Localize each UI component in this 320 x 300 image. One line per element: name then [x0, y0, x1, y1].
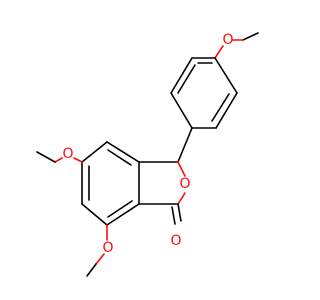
bond-o-left-methyl: [54, 157, 63, 163]
bond-ring-o-left: [73, 157, 83, 163]
oxygen-atom-carbonyl: O: [170, 233, 181, 249]
bond-carbonyl: [177, 203, 182, 222]
ring-bond: [106, 141, 140, 163]
methoxy-group-top: [214, 32, 259, 59]
lactone-ring: [138, 161, 186, 205]
molecule-structure-diagram: O O O O O: [36, 32, 259, 277]
bond-methyl-left: [36, 151, 56, 163]
bond-aryl-ch: [177, 127, 193, 163]
methoxy-group-bottom: [86, 224, 108, 277]
bond-o-top-ring: [214, 45, 224, 59]
oxygen-atom-left: O: [62, 146, 73, 162]
ring-bond: [170, 57, 193, 94]
oxygen-atom-bottom: O: [102, 240, 113, 256]
ring-double-bond: [107, 200, 133, 218]
ring-bond: [106, 203, 140, 226]
oxygen-atom-ring: O: [179, 176, 190, 192]
carbonyl-double-bond: [171, 203, 182, 225]
ring-bond: [81, 203, 108, 226]
bond-carbonyl: [171, 206, 176, 225]
bond-ch-o: [177, 161, 186, 177]
ring-double-bond: [107, 149, 132, 166]
ring-bond: [170, 92, 193, 129]
ring-bond: [215, 92, 238, 129]
bond-o-bottom-methyl: [95, 253, 105, 265]
ring-double-bond: [177, 64, 196, 94]
methoxy-group-left: [36, 151, 83, 163]
ring-bond: [214, 57, 238, 94]
bond-o-carbonyl-c: [177, 192, 186, 205]
bond-methyl-bottom: [86, 263, 97, 277]
ring-double-bond: [211, 93, 230, 122]
ring-bond: [81, 141, 108, 163]
oxygen-atom-top: O: [222, 32, 233, 48]
bond-methyl-top: [242, 32, 259, 41]
methoxyphenyl-ring: [170, 57, 238, 129]
dimethoxybenzene-ring: [81, 141, 140, 226]
